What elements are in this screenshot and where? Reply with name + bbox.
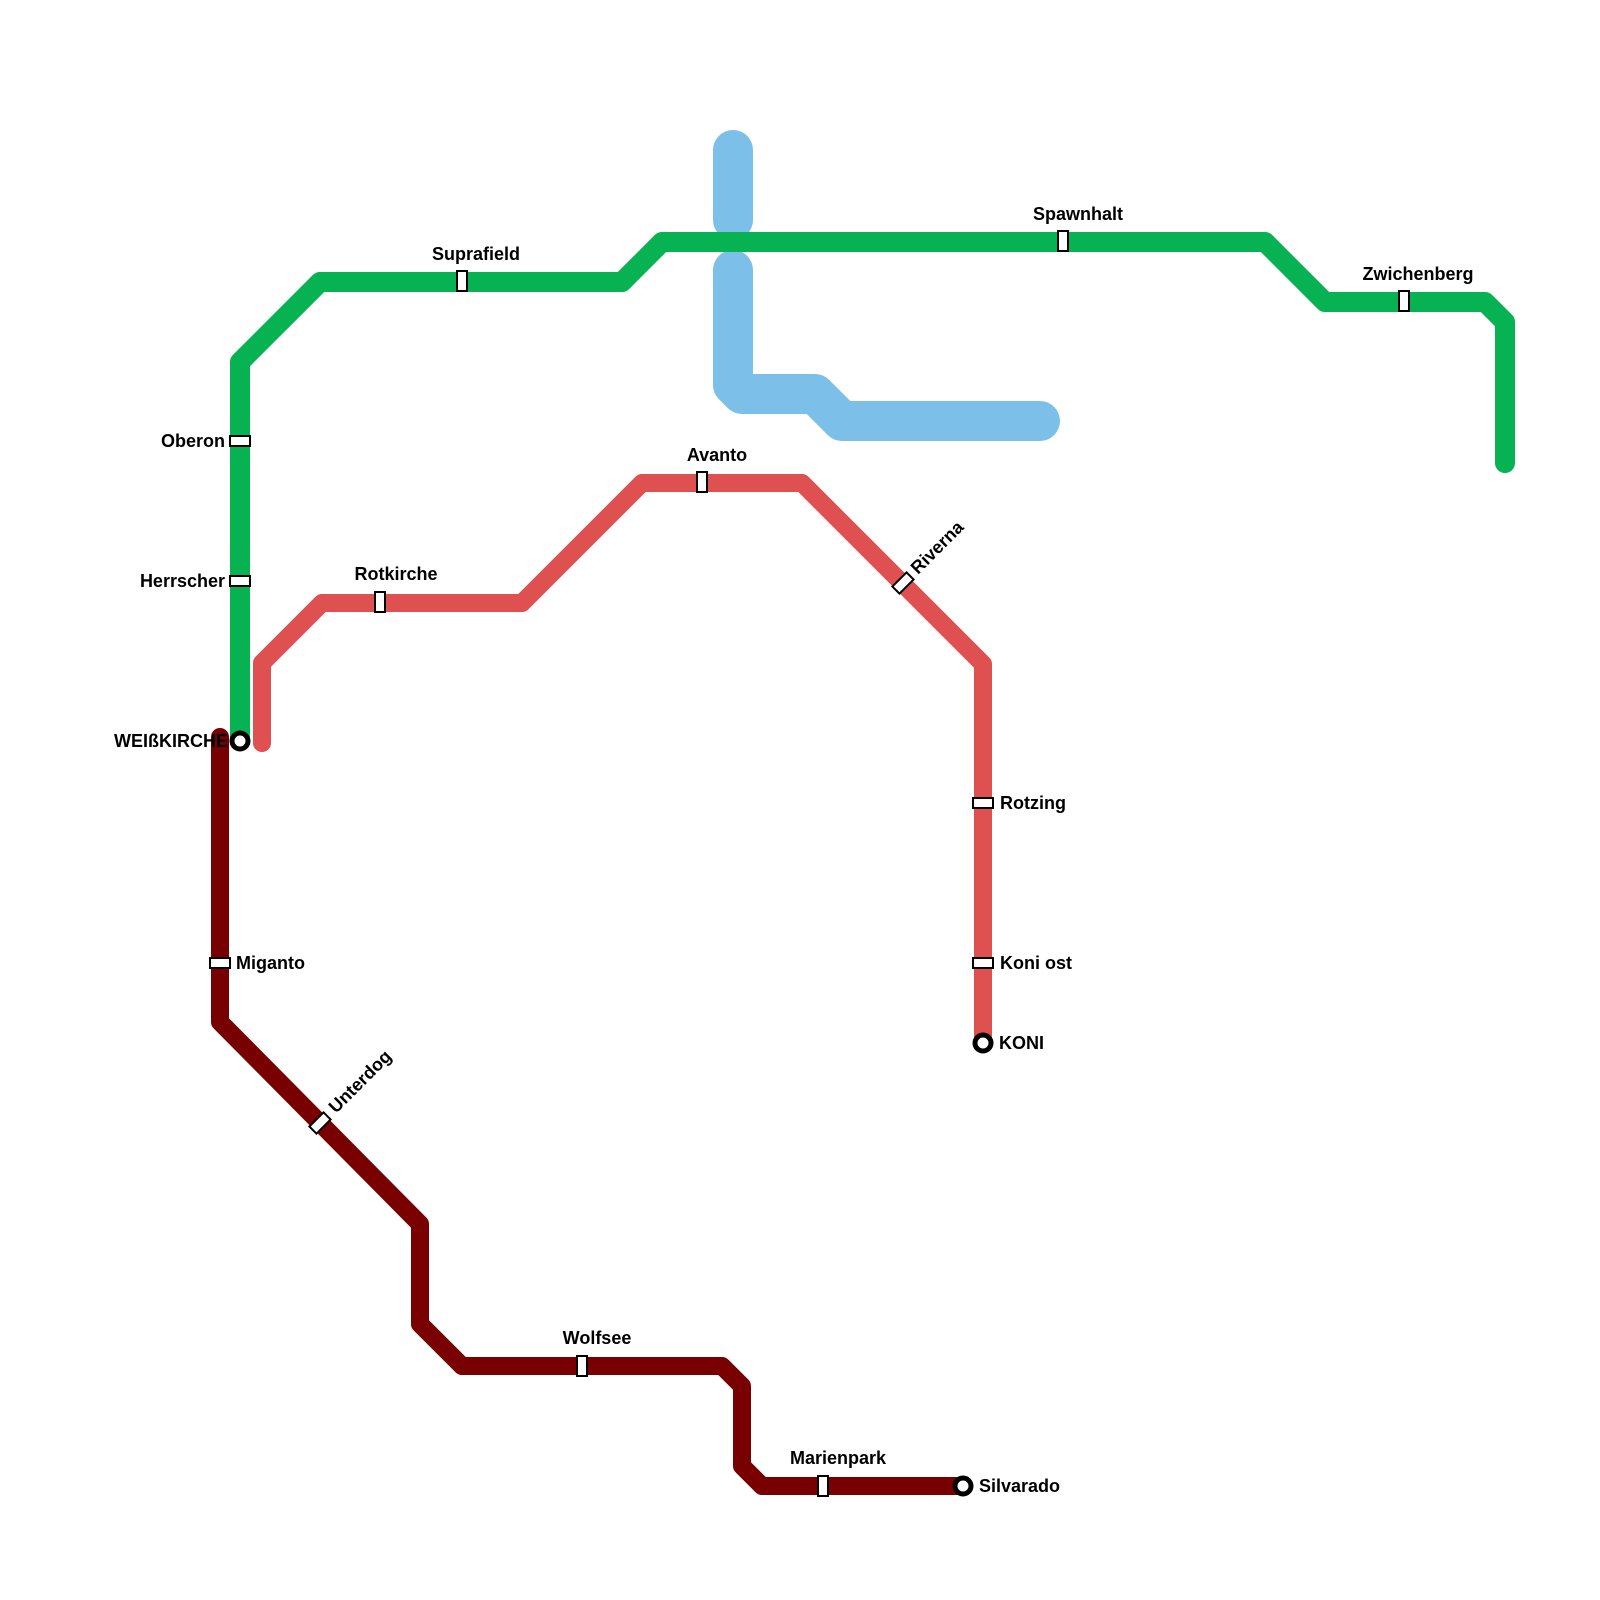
interchange-marker-weisskirche[interactable] xyxy=(229,730,251,752)
interchange-marker-koni[interactable] xyxy=(972,1032,994,1054)
station-marker-unterdog[interactable] xyxy=(307,1110,333,1136)
station-marker-herrscher[interactable] xyxy=(229,575,251,587)
station-marker-suprafield[interactable] xyxy=(456,270,468,292)
station-label-herrscher: Herrscher xyxy=(140,571,225,591)
station-marker-riverna[interactable] xyxy=(890,570,916,596)
red-line xyxy=(253,474,992,1052)
station-label-silvarado: Silvarado xyxy=(979,1476,1060,1496)
station-marker-wolfsee[interactable] xyxy=(576,1355,588,1377)
station-label-rotkirche: Rotkirche xyxy=(354,564,437,584)
river-lower-segment xyxy=(713,250,1060,441)
station-marker-spawnhalt[interactable] xyxy=(1057,230,1069,252)
station-label-unterdog: Unterdog xyxy=(325,1046,396,1117)
station-label-zwichenberg: Zwichenberg xyxy=(1362,264,1473,284)
station-marker-rotkirche[interactable] xyxy=(374,591,386,613)
station-label-marienpark: Marienpark xyxy=(790,1448,887,1468)
station-marker-zwichenberg[interactable] xyxy=(1398,290,1410,312)
station-marker-avanto[interactable] xyxy=(696,471,708,493)
station-marker-koni-ost[interactable] xyxy=(972,957,994,969)
river xyxy=(713,130,1060,441)
station-label-spawnhalt: Spawnhalt xyxy=(1033,204,1123,224)
station-label-wolfsee: Wolfsee xyxy=(563,1328,632,1348)
station-marker-rotzing[interactable] xyxy=(972,797,994,809)
station-label-rotzing: Rotzing xyxy=(1000,793,1066,813)
station-marker-oberon[interactable] xyxy=(229,435,251,447)
station-marker-miganto[interactable] xyxy=(209,957,231,969)
station-label-suprafield: Suprafield xyxy=(432,244,520,264)
station-marker-marienpark[interactable] xyxy=(817,1475,829,1497)
station-label-oberon: Oberon xyxy=(161,431,225,451)
station-label-avanto: Avanto xyxy=(687,445,747,465)
station-label-weisskirche: WEIßKIRCHE xyxy=(114,731,228,751)
interchange-marker-silvarado[interactable] xyxy=(952,1475,974,1497)
maroon-line xyxy=(211,728,972,1495)
station-label-riverna: Riverna xyxy=(907,516,969,578)
station-label-koni-ost: Koni ost xyxy=(1000,953,1072,973)
green-line xyxy=(230,232,1515,750)
station-label-miganto: Miganto xyxy=(236,953,305,973)
station-label-koni: KONI xyxy=(999,1033,1044,1053)
